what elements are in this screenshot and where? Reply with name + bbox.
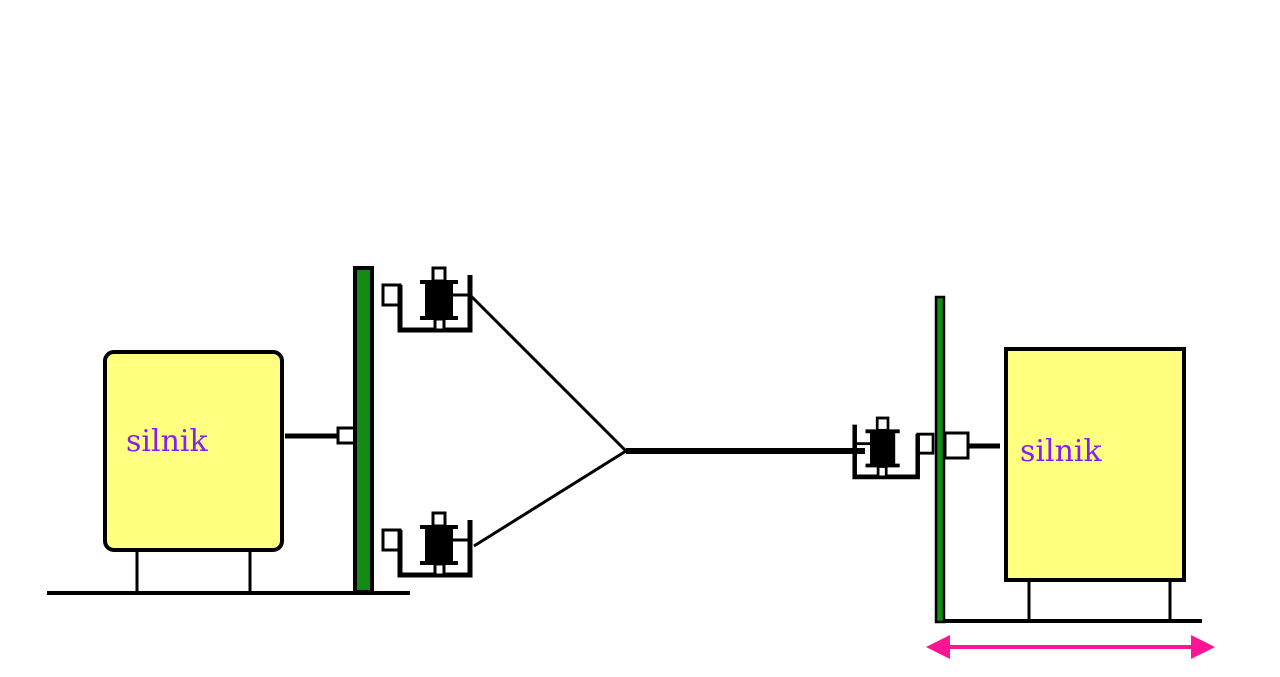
right-pole [934, 295, 946, 624]
left-motor-assembly: silnik [47, 266, 470, 595]
pulley-bottom [383, 513, 470, 575]
pulley-right [855, 418, 933, 477]
rope [468, 293, 865, 548]
left-pole [353, 266, 374, 594]
right-motor [1004, 347, 1186, 582]
left-motor [103, 350, 284, 552]
shaft-coupler [943, 431, 970, 460]
right-motor-label: silnik [1020, 434, 1103, 469]
pulley-top [383, 268, 470, 330]
right-motor-assembly: silnik [855, 295, 1215, 659]
left-motor-label: silnik [126, 424, 209, 459]
shaft-coupler [336, 426, 357, 445]
